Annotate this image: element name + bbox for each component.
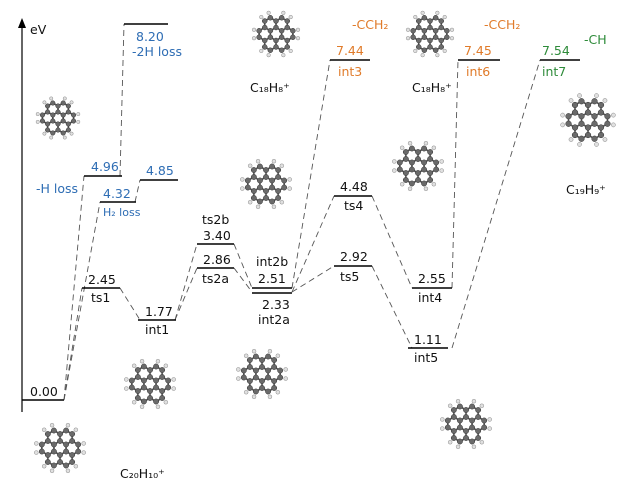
c19h9-molecule-icon	[560, 93, 616, 147]
label-int2a: int2a	[258, 312, 290, 327]
axis-label: eV	[30, 22, 47, 37]
ts4-structure-molecule-icon	[392, 141, 444, 191]
energy-ts-h2: 4.85	[146, 163, 174, 178]
int2a-structure-molecule-icon	[236, 349, 288, 399]
hloss-product-molecule-icon	[35, 96, 81, 140]
label-2hloss: -2H loss	[132, 44, 182, 59]
energy-ts2a: 2.86	[203, 252, 231, 267]
label-ts2b: ts2b	[202, 212, 229, 227]
label-ts5: ts5	[340, 269, 359, 284]
energy-int7: 7.54	[542, 43, 570, 58]
c18h8-a-molecule-icon	[251, 10, 301, 58]
product-cch2-2: -CCH₂	[484, 17, 520, 32]
label-int4: int4	[418, 290, 442, 305]
label-h2loss: H₂ loss	[103, 206, 141, 219]
energy-c20h10: 0.00	[30, 384, 58, 399]
label-ts4: ts4	[344, 198, 363, 213]
int5-structure-molecule-icon	[440, 399, 492, 449]
int1-structure-molecule-icon	[124, 359, 176, 409]
energy-ts2b: 3.40	[203, 228, 231, 243]
axis-arrow-icon	[18, 18, 26, 28]
label-int5: int5	[414, 350, 438, 365]
formula-c18h8-a: C₁₈H₈⁺	[250, 80, 290, 95]
ts2-structure-molecule-icon	[240, 159, 292, 209]
label-int3: int3	[338, 64, 362, 79]
label-int6: int6	[466, 64, 490, 79]
label-int1: int1	[145, 322, 169, 337]
formula-c20h10: C₂₀H₁₀⁺	[120, 466, 165, 481]
energy-2hloss: 8.20	[136, 29, 164, 44]
energy-ts1: 2.45	[88, 272, 116, 287]
energy-int2a: 2.33	[262, 297, 290, 312]
product-ch: -CH	[584, 32, 607, 47]
label-int7: int7	[542, 64, 566, 79]
energy-ts5: 2.92	[340, 249, 368, 264]
label-int2b: int2b	[256, 254, 288, 269]
product-cch2-1: -CCH₂	[352, 17, 388, 32]
energy-int3: 7.44	[336, 43, 364, 58]
energy-ts4: 4.48	[340, 179, 368, 194]
energy-int2b: 2.51	[258, 271, 286, 286]
energy-int1: 1.77	[145, 304, 173, 319]
c20h10-molecule-icon	[34, 423, 86, 473]
energy-int4: 2.55	[418, 271, 446, 286]
label-ts1: ts1	[91, 290, 110, 305]
energy-int5: 1.11	[414, 332, 442, 347]
label-hloss: -H loss	[36, 181, 78, 196]
formula-c18h8-b: C₁₈H₈⁺	[412, 80, 452, 95]
formula-c19h9: C₁₉H₉⁺	[566, 182, 606, 197]
c18h8-b-molecule-icon	[405, 10, 455, 58]
connectors	[63, 23, 541, 401]
energy-h2loss: 4.32	[103, 186, 131, 201]
label-ts2a: ts2a	[202, 271, 229, 286]
energy-int6: 7.45	[464, 43, 492, 58]
energy-hloss: 4.96	[91, 159, 119, 174]
